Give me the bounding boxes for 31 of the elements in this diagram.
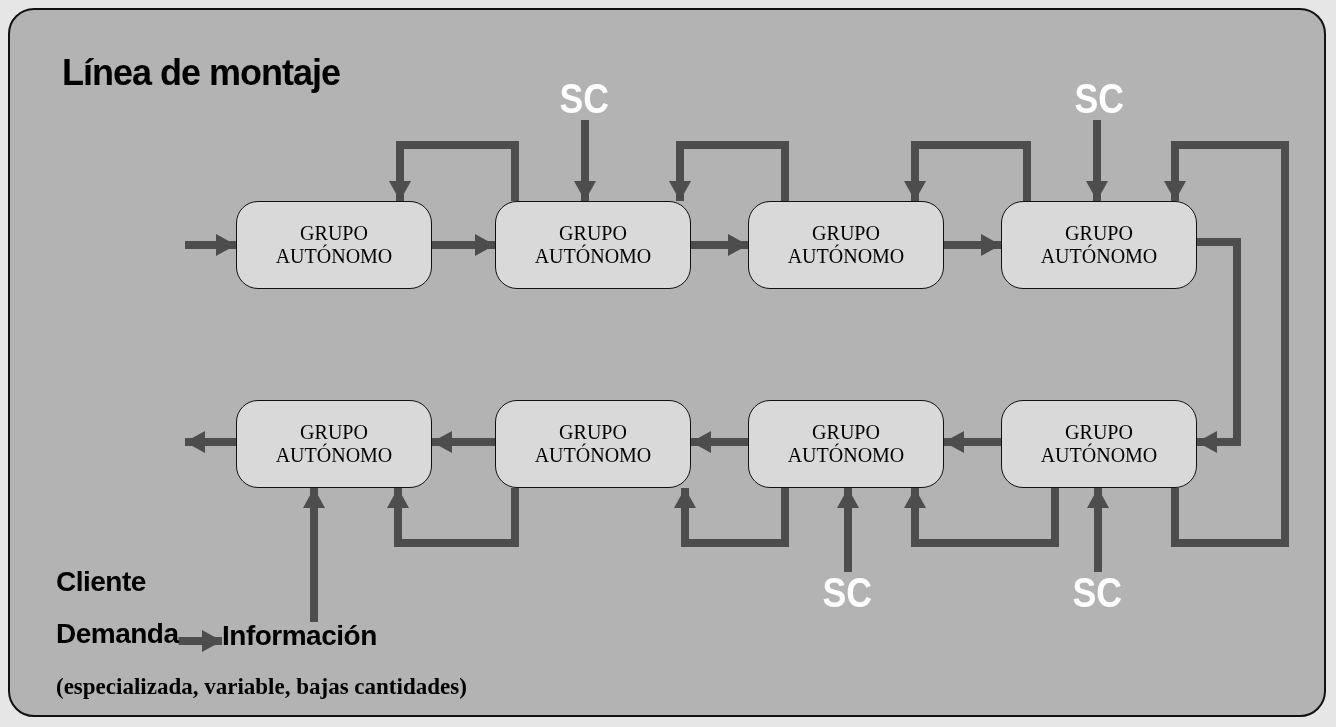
process-box: GRUPO AUTÓNOMO [495, 400, 691, 488]
diagram-title: Línea de montaje [62, 55, 341, 91]
node-label: Demanda [56, 620, 179, 648]
node-label: SC [1072, 572, 1122, 614]
process-box: GRUPO AUTÓNOMO [748, 400, 944, 488]
arrow [904, 488, 1059, 547]
process-box: GRUPO AUTÓNOMO [495, 201, 691, 289]
section-label: Cliente [56, 568, 146, 596]
arrow [432, 234, 495, 256]
arrow [944, 234, 1001, 256]
node-label: SC [822, 572, 872, 614]
arrow [691, 431, 748, 453]
node-label: SC [559, 78, 609, 120]
arrow [387, 488, 519, 547]
arrow [432, 431, 495, 453]
arrow [944, 431, 1001, 453]
process-box: GRUPO AUTÓNOMO [748, 201, 944, 289]
arrow [669, 141, 789, 201]
node-label: Información [222, 622, 377, 650]
arrow [691, 234, 748, 256]
process-box: GRUPO AUTÓNOMO [1001, 201, 1197, 289]
arrow [389, 141, 519, 201]
arrow [674, 488, 789, 547]
node-label: SC [1074, 78, 1124, 120]
process-box: GRUPO AUTÓNOMO [1001, 400, 1197, 488]
arrow [1164, 141, 1289, 547]
arrow [904, 141, 1031, 201]
process-box: GRUPO AUTÓNOMO [236, 400, 432, 488]
process-box: GRUPO AUTÓNOMO [236, 201, 432, 289]
note-text: (especializada, variable, bajas cantidades) [56, 675, 467, 698]
arrow [1197, 238, 1241, 453]
